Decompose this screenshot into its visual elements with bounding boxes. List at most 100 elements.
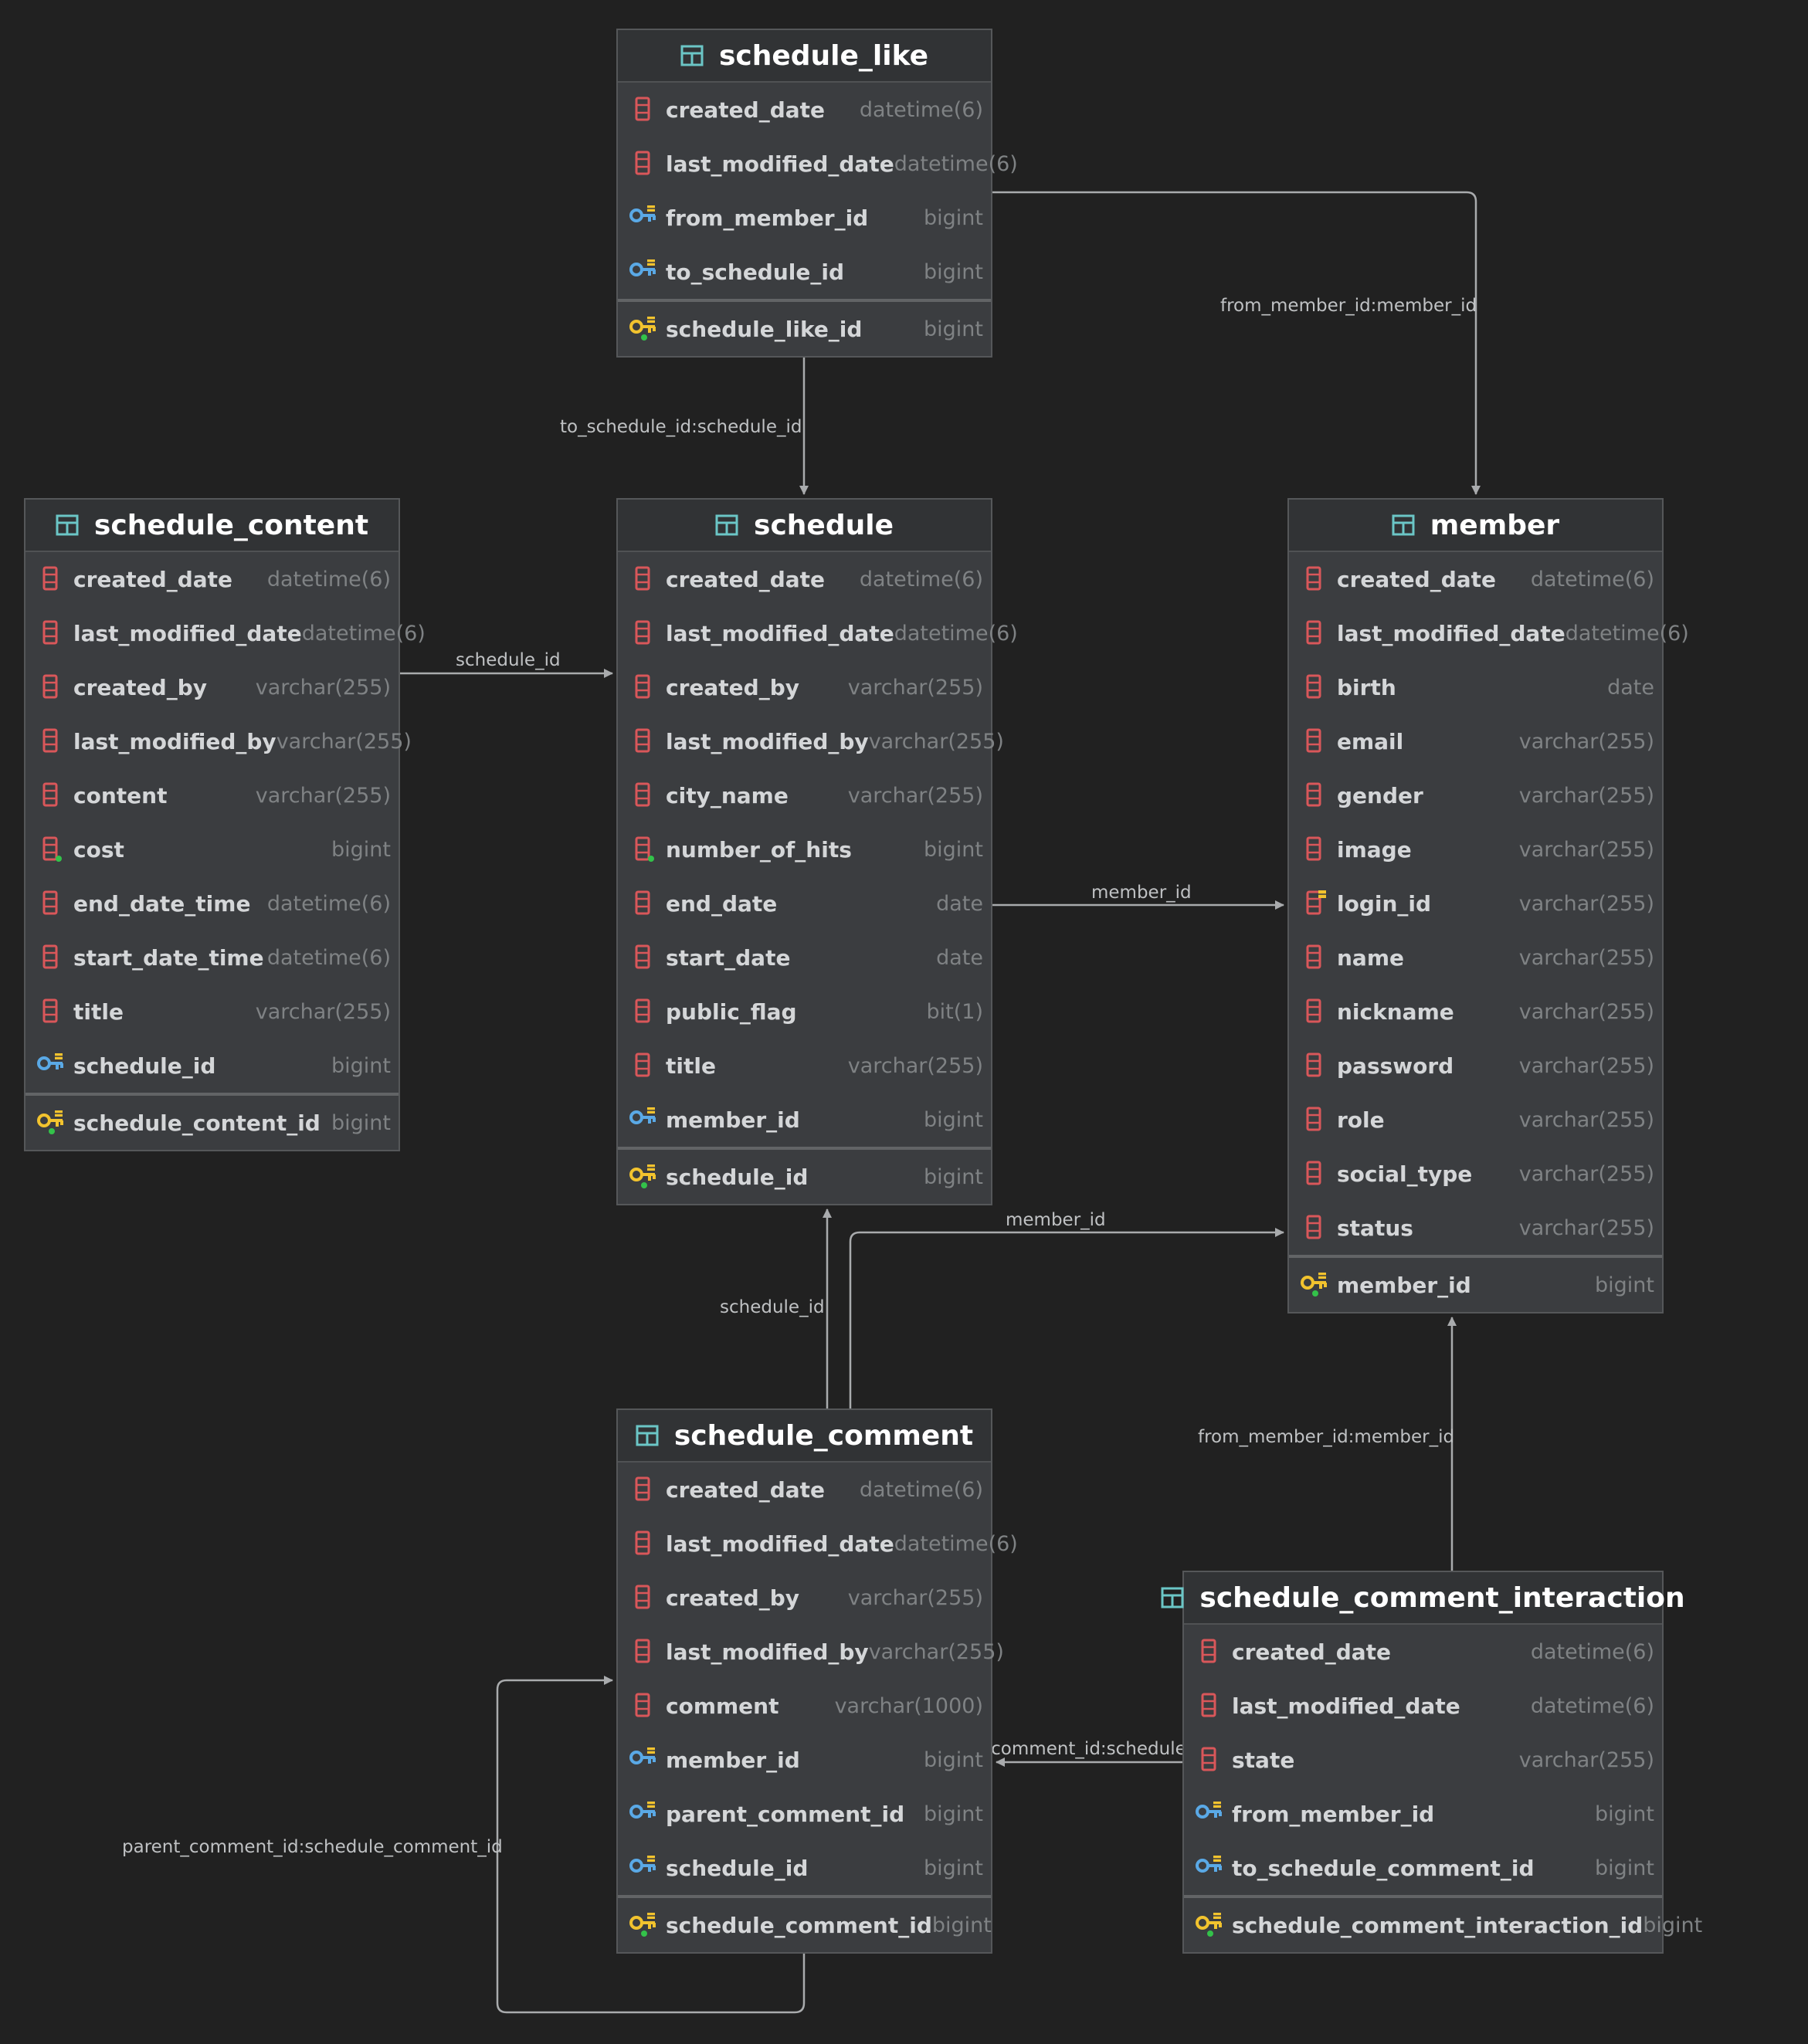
table-header[interactable]: schedule_content [25,500,399,552]
table-header[interactable]: member [1289,500,1662,552]
column-icon [1300,673,1329,702]
table-title: member [1430,509,1560,541]
column-icon [1195,1691,1224,1720]
column-name: comment [666,1693,779,1719]
column-type: date [936,945,983,970]
link-schedule-comment-to-member[interactable] [849,1228,1284,1408]
column-icon [629,95,658,124]
column-icon [36,619,66,648]
table-header[interactable]: schedule_comment_interaction [1161,1572,1685,1625]
column-name: last_modified_date [1337,620,1565,646]
column-name: last_modified_by [666,1639,869,1665]
foreign-key-icon [629,1105,658,1134]
column-name: schedule_like_id [666,316,863,342]
column-name: start_date [666,944,791,971]
column-row[interactable]: nickname varchar(255) [1289,985,1662,1039]
column-name: nickname [1337,998,1454,1025]
link-label-interaction-member: from_member_id:member_id [1198,1427,1455,1447]
link-schedule-like-to-member[interactable] [992,191,1481,495]
column-type: varchar(255) [847,1585,983,1610]
link-schedule-comment-self[interactable] [496,1676,806,2014]
column-name: social_type [1337,1161,1473,1187]
column-type: varchar(255) [1518,1215,1654,1240]
column-name: to_schedule_id [666,259,845,285]
column-name: member_id [1337,1272,1471,1298]
column-name: login_id [1337,890,1432,917]
table-header[interactable]: schedule [618,500,991,552]
column-type: datetime(6) [1530,1639,1654,1664]
primary-key-icon [629,1162,658,1191]
table-header[interactable]: schedule_comment [618,1410,991,1463]
column-type: bigint [924,1856,983,1880]
column-name: public_flag [666,998,797,1025]
column-row[interactable]: start_date date [618,930,991,985]
column-icon [36,673,66,702]
column-type: varchar(255) [1518,1053,1654,1078]
table-header[interactable]: schedule_like [618,30,991,83]
column-type: varchar(255) [1518,999,1654,1024]
column-type: varchar(255) [1518,729,1654,754]
